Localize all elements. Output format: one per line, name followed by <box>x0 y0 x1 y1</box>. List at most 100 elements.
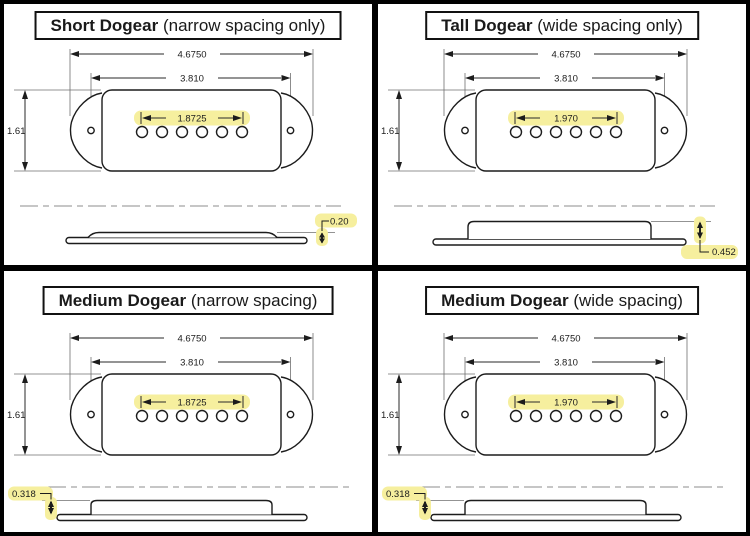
dimension-cover-height: 0.318 <box>8 486 90 520</box>
pickup-body-outline <box>101 89 282 172</box>
highlight-cover-height <box>8 486 53 501</box>
dimension-label-body-height: 1.61 <box>381 126 400 137</box>
base-flange <box>430 513 682 522</box>
base-flange <box>65 236 308 245</box>
highlight-cover-height <box>681 245 738 259</box>
top-view: 4.6750 3.810 1.61 <box>7 333 314 456</box>
dimension-label-pole-spacing: 1.970 <box>554 114 578 125</box>
drawing-medium-dogear-narrow: 4.6750 3.810 1.61 <box>7 333 349 522</box>
dimension-label-body-height: 1.61 <box>7 410 26 421</box>
panel-title-note: (narrow spacing only) <box>162 16 326 35</box>
dimension-label-pole-spacing: 1.8725 <box>177 398 206 409</box>
pole-holes <box>135 409 249 423</box>
pole-holes <box>509 409 623 423</box>
ear-left <box>69 92 103 169</box>
side-view: 0.452 <box>432 216 738 259</box>
dimension-label-pole-spacing: 1.8725 <box>177 114 206 125</box>
panel-title: Medium Dogear (wide spacing) <box>425 286 699 316</box>
panel-title-name: Short Dogear <box>50 16 159 35</box>
side-view: 0.318 <box>8 486 308 522</box>
panel-title-name: Medium Dogear <box>441 291 569 310</box>
mounting-hole-left <box>461 126 469 135</box>
ear-right <box>280 376 314 453</box>
dimension-mount-spacing: 3.810 <box>90 73 291 124</box>
pole-hole <box>609 409 623 423</box>
pole-hole <box>509 125 523 139</box>
side-view: 0.318 <box>382 486 682 522</box>
dimension-label-cover-height: 0.452 <box>712 247 736 258</box>
ear-left <box>443 376 477 453</box>
dimension-pole-spacing: 1.8725 <box>134 394 250 410</box>
panel-title-note: (wide spacing) <box>573 291 683 310</box>
cover-profile <box>90 499 273 515</box>
mounting-hole-left <box>87 126 95 135</box>
pole-hole <box>175 125 189 139</box>
dimension-label-body-height: 1.61 <box>381 410 400 421</box>
pole-hole <box>569 409 583 423</box>
pole-hole <box>589 409 603 423</box>
ear-right <box>280 92 314 169</box>
highlight-pole-spacing <box>134 394 250 410</box>
base-flange <box>432 238 687 246</box>
pole-hole <box>175 409 189 423</box>
ear-right <box>654 376 688 453</box>
panel-medium-dogear-narrow: Medium Dogear (narrow spacing) 4.6750 <box>4 271 372 532</box>
dimension-overall-width: 4.6750 <box>443 333 688 400</box>
mounting-hole-right <box>660 126 669 135</box>
pole-hole <box>195 409 209 423</box>
dimension-label-mount-spacing: 3.810 <box>554 74 578 85</box>
pole-hole <box>135 409 149 423</box>
base-flange <box>56 513 308 522</box>
dimension-cover-height: 0.452 <box>651 216 738 259</box>
dimension-label-cover-height: 0.318 <box>386 489 410 500</box>
highlight-pole-spacing <box>134 110 250 126</box>
dimension-label-body-height: 1.61 <box>7 126 26 137</box>
highlight-pole-spacing <box>508 394 624 410</box>
panel-title-name: Tall Dogear <box>441 16 533 35</box>
dimension-cover-height: 0.318 <box>382 486 464 520</box>
pole-hole <box>235 125 249 139</box>
dimension-overall-width: 4.6750 <box>443 49 688 116</box>
dimension-label-mount-spacing: 3.810 <box>554 358 578 369</box>
ear-right <box>654 92 688 169</box>
highlight-cover-height <box>382 486 427 501</box>
pole-hole <box>529 409 543 423</box>
dimension-label-mount-spacing: 3.810 <box>180 74 204 85</box>
dimension-body-height: 1.61 <box>7 89 101 172</box>
dimension-body-height: 1.61 <box>7 373 101 456</box>
mounting-hole-right <box>286 410 295 419</box>
ear-left <box>443 92 477 169</box>
dimension-label-pole-spacing: 1.970 <box>554 398 578 409</box>
dimension-pole-spacing: 1.970 <box>508 110 624 126</box>
dimension-overall-width: 4.6750 <box>69 49 314 116</box>
mounting-hole-left <box>87 410 95 419</box>
panel-title: Medium Dogear (narrow spacing) <box>42 286 334 316</box>
mounting-hole-left <box>461 410 469 419</box>
pickup-body-outline <box>475 373 656 456</box>
pole-hole <box>235 409 249 423</box>
top-view: 4.6750 3.810 1.61 <box>381 49 688 172</box>
dimension-label-mount-spacing: 3.810 <box>180 358 204 369</box>
dimension-body-height: 1.61 <box>381 89 475 172</box>
cover-profile <box>464 499 647 515</box>
panel-title: Short Dogear (narrow spacing only) <box>34 11 342 41</box>
dimension-cover-height: 0.20 <box>277 213 357 246</box>
pole-holes <box>509 125 623 139</box>
pickup-body-outline <box>475 89 656 172</box>
pole-hole <box>529 125 543 139</box>
pole-hole <box>135 125 149 139</box>
ear-left <box>69 376 103 453</box>
panel-title-note: (wide spacing only) <box>537 16 683 35</box>
pole-hole <box>549 125 563 139</box>
panel-tall-dogear: Tall Dogear (wide spacing only) 4.6750 <box>378 4 746 265</box>
dimension-label-cover-height: 0.318 <box>12 489 36 500</box>
pole-holes <box>135 125 249 139</box>
highlight-cover-height <box>315 213 357 228</box>
highlight-pole-spacing <box>508 110 624 126</box>
pole-hole <box>509 409 523 423</box>
top-view: 4.6750 3.810 1.61 <box>381 333 688 456</box>
dimension-label-overall-width: 4.6750 <box>551 50 580 61</box>
drawing-medium-dogear-wide: 4.6750 3.810 1.61 <box>381 333 723 522</box>
dimension-pole-spacing: 1.970 <box>508 394 624 410</box>
